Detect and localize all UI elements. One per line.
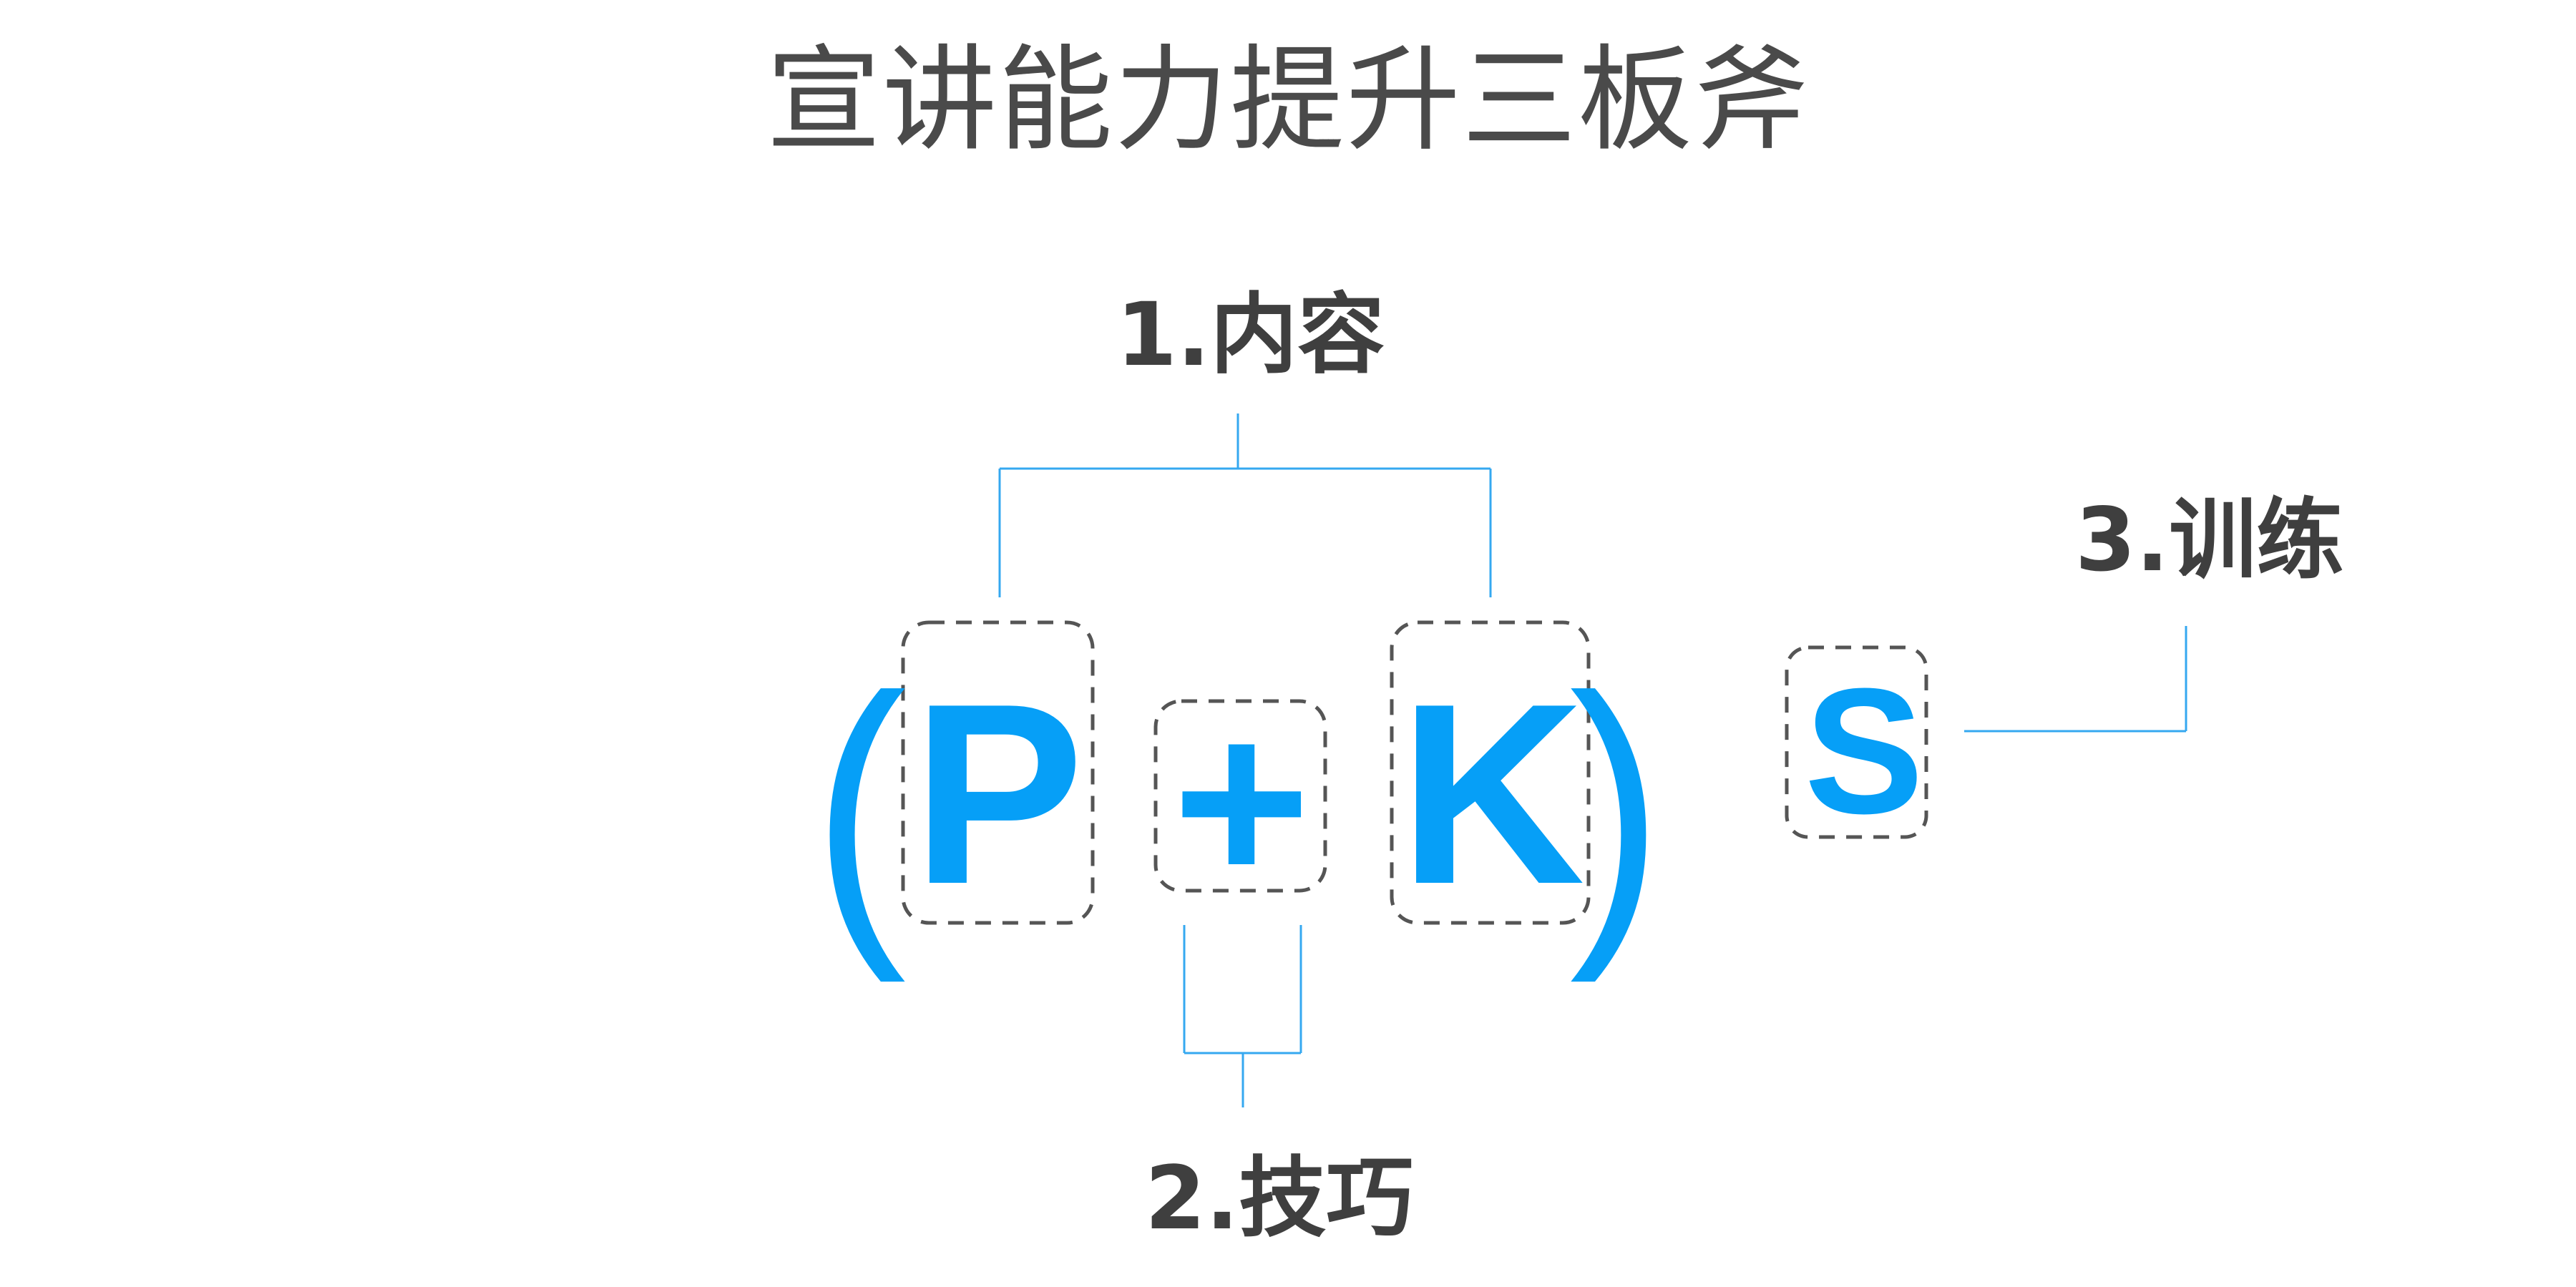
training-label: 3.训练 [2075, 489, 2344, 591]
content-label: 1.内容 [1116, 284, 1385, 386]
close-parenthesis: ) [1569, 632, 1664, 984]
open-parenthesis: ( [812, 632, 907, 984]
letter-p: P [912, 650, 1085, 938]
letter-k: K [1399, 650, 1585, 938]
dashed-box-k [1390, 620, 1591, 925]
technique-bracket [1183, 925, 1302, 1107]
letter-s: S [1804, 651, 1924, 851]
technique-label: 2.技巧 [1145, 1147, 1414, 1249]
content-bracket [998, 413, 1492, 597]
diagram-title: 宣讲能力提升三板斧 [766, 33, 1810, 167]
dashed-box-p [901, 620, 1095, 925]
training-connector [1964, 626, 2187, 733]
dashed-box-s [1785, 645, 1928, 839]
dashed-box-plus [1153, 699, 1327, 893]
plus-sign: + [1172, 669, 1311, 933]
